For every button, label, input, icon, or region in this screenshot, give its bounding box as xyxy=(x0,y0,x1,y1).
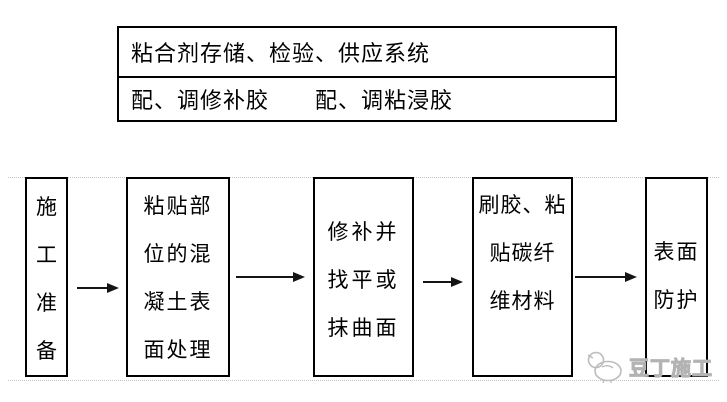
step-label-line: 找平或 xyxy=(327,268,400,292)
step-concrete-surface-treatment: 粘贴部 位的混 凝土表 面处理 xyxy=(126,177,230,377)
flow-arrow-2-icon xyxy=(236,272,305,282)
adhesive-system-table: 粘合剂存储、检验、供应系统 配、调修补胶 配、调粘浸胶 xyxy=(117,26,617,122)
step-label-line: 准 xyxy=(36,291,57,315)
step-label-line: 粘贴部 xyxy=(143,194,213,218)
step-label-line: 维材料 xyxy=(489,289,556,313)
step-label-line: 抹曲面 xyxy=(327,316,400,340)
douding-chick-logo-icon xyxy=(587,351,622,383)
flow-arrow-1-icon xyxy=(77,283,119,293)
step-label-line: 施 xyxy=(36,195,57,219)
step-label-line: 贴碳纤 xyxy=(489,241,556,265)
step-label-line: 凝土表 xyxy=(143,290,213,314)
step-glue-and-paste-carbon-fiber: 刷胶、粘 贴碳纤 维材料 xyxy=(472,177,573,377)
step-construction-preparation: 施 工 准 备 xyxy=(25,177,68,377)
watermark: 豆丁施工 xyxy=(584,349,713,383)
step-label-line: 工 xyxy=(36,243,57,267)
step-label-line: 防护 xyxy=(653,288,700,312)
step-label-line: 位的混 xyxy=(143,242,213,266)
step-label-line: 表面 xyxy=(653,240,700,264)
step-label-line: 修补并 xyxy=(327,220,400,244)
step-label-line: 备 xyxy=(36,339,57,363)
step-label-line: 刷胶、粘 xyxy=(478,193,567,217)
step-surface-protection: 表面 防护 xyxy=(645,177,708,377)
watermark-text: 豆丁施工 xyxy=(629,355,713,380)
step-label-line: 面处理 xyxy=(143,338,213,362)
glue-preparation-label: 配、调修补胶 配、调粘浸胶 xyxy=(131,89,454,114)
table-row-glue-preparation: 配、调修补胶 配、调粘浸胶 xyxy=(119,78,615,120)
flow-arrow-4-icon xyxy=(575,272,637,282)
step-repair-and-leveling: 修补并 找平或 抹曲面 xyxy=(313,177,414,377)
table-gridline-bottom xyxy=(8,380,719,381)
table-row-adhesive-system: 粘合剂存储、检验、供应系统 xyxy=(119,28,615,78)
flow-arrow-3-icon xyxy=(423,277,463,287)
adhesive-system-label: 粘合剂存储、检验、供应系统 xyxy=(131,42,431,67)
